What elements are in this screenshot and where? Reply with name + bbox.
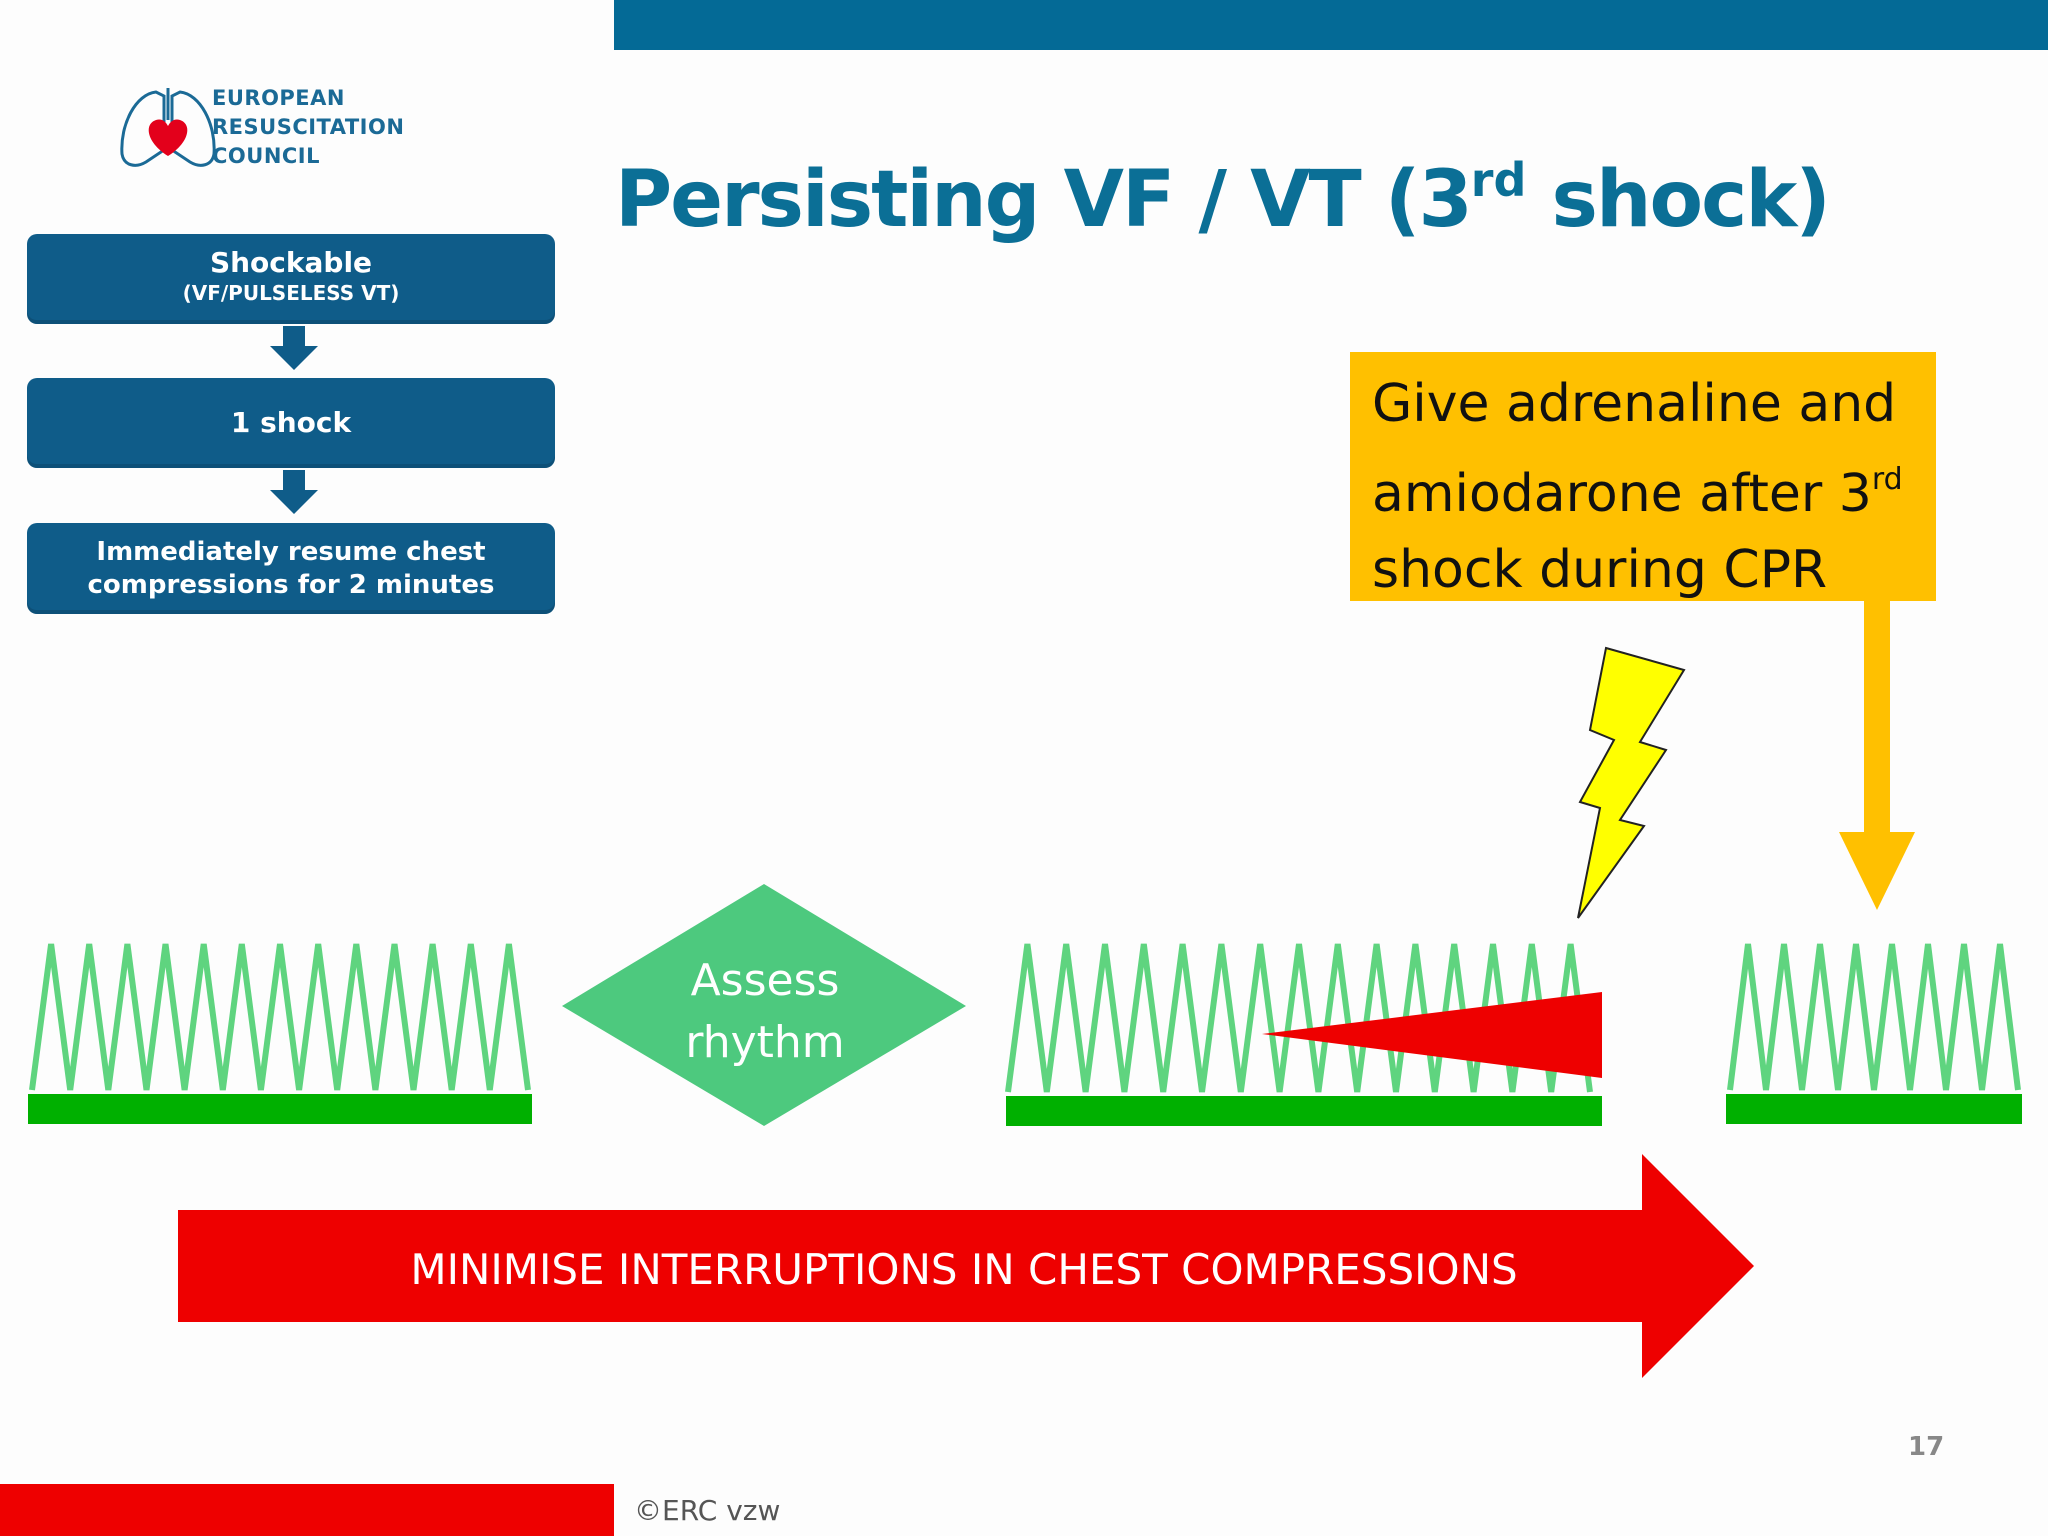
page-number: 17 [1908, 1432, 1945, 1462]
flow-box-shockable: Shockable (VF/PULSELESS VT) [27, 234, 555, 324]
compression-waveform-2 [1005, 943, 1593, 1093]
flow-box-shockable-label: Shockable [209, 246, 373, 279]
callout-line-1: Give adrenaline and [1372, 374, 1897, 434]
shock-lightning-bolt-icon [1577, 646, 1686, 919]
callout-line-2: amiodarone after 3rd [1372, 442, 1936, 532]
callout-line-2-main: amiodarone after 3 [1372, 464, 1872, 524]
flow-box-shockable-sublabel: (VF/PULSELESS VT) [182, 281, 400, 305]
logo-line-2: RESUSCITATION [212, 115, 405, 139]
callout-arrow-head-icon [1839, 832, 1915, 910]
flow-box-resume-compressions: Immediately resume chest compressions fo… [27, 523, 555, 614]
assess-rhythm-diamond [562, 884, 966, 1126]
flow-box-resume-line-2: compressions for 2 minutes [87, 570, 495, 600]
callout-arrow-stem [1864, 598, 1890, 834]
title-end: shock) [1526, 155, 1831, 245]
minimise-interruptions-arrow [178, 1154, 1754, 1378]
compression-waveform-3 [1727, 943, 2021, 1091]
flow-arrow-2-icon [270, 470, 318, 514]
drug-callout-box: Give adrenaline and amiodarone after 3rd… [1350, 352, 1936, 601]
title-superscript: rd [1470, 153, 1527, 207]
assess-rhythm-line-2: rhythm [685, 1017, 845, 1068]
logo-line-3: COUNCIL [212, 144, 320, 168]
compression-bar-1 [28, 1094, 532, 1124]
flow-box-one-shock: 1 shock [27, 378, 555, 468]
compression-waveform-1 [29, 943, 531, 1091]
assess-rhythm-label: Assess rhythm [620, 950, 910, 1074]
flow-box-one-shock-label: 1 shock [230, 406, 352, 439]
compression-bar-3 [1726, 1094, 2022, 1124]
callout-line-3: shock during CPR [1372, 540, 1828, 600]
copyright-notice: ©ERC vzw [634, 1494, 781, 1527]
title-main: Persisting VF / VT (3 [615, 155, 1473, 245]
defibrillator-charging-wedge [1262, 992, 1602, 1078]
flow-box-resume-line-1: Immediately resume chest [96, 537, 486, 567]
top-accent-bar [614, 0, 2048, 50]
callout-line-2-sup: rd [1871, 462, 1903, 497]
minimise-interruptions-label: MINIMISE INTERRUPTIONS IN CHEST COMPRESS… [410, 1245, 1518, 1294]
erc-logo-wordmark: EUROPEAN RESUSCITATION COUNCIL [212, 84, 404, 171]
compression-bar-2 [1006, 1096, 1602, 1126]
erc-heart-lungs-logo-icon [120, 88, 216, 167]
slide-title: Persisting VF / VT (3rd shock) [615, 130, 1831, 250]
bottom-accent-bar [0, 1484, 614, 1536]
logo-line-1: EUROPEAN [212, 86, 345, 110]
assess-rhythm-line-1: Assess [690, 955, 840, 1006]
flow-arrow-1-icon [270, 326, 318, 370]
